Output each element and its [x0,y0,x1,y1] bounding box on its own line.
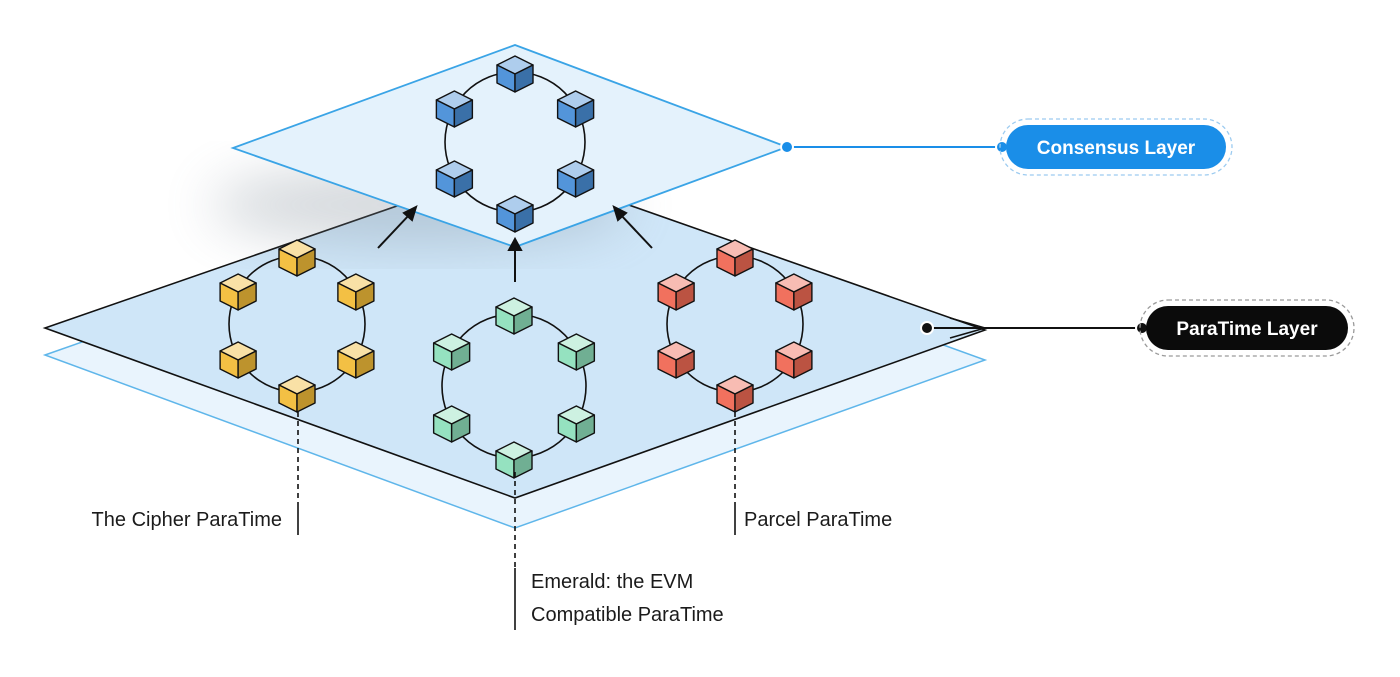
cube-icon [278,375,316,413]
cube-icon [716,375,754,413]
cube-icon [496,195,534,233]
cube-icon [557,333,596,371]
cube-icon [337,341,375,379]
paratime-layer-badge [1146,306,1348,350]
paratime-connector-upper [949,317,986,329]
consensus-layer-badge [1006,125,1226,169]
paratime-pill-outline [1139,299,1355,357]
parcel-paratime-caption: Parcel ParaTime [744,509,892,531]
arrow-up-icon [377,205,418,249]
cube-icon [432,405,471,443]
cube-icon [775,273,813,311]
cube-icon [495,441,533,479]
cube-icon [775,341,813,379]
cube-icon [657,341,695,379]
cube-icon [435,160,474,198]
consensus-pill-outline [999,118,1233,176]
cube-icon [337,273,375,311]
dot-connector-icon [780,140,794,154]
cube-icon [435,90,474,128]
emerald-ring [432,297,596,479]
cube-icon [495,297,533,335]
cube-icon [556,90,595,128]
cube-icon [219,341,257,379]
cube-icon [557,405,596,443]
cipher-paratime-caption: The Cipher ParaTime [92,509,282,531]
emerald-caption-line1: Emerald: the EVM [531,571,693,593]
consensus-ring [435,55,595,233]
parcel-ring [657,239,813,413]
paratime-layer-label: ParaTime Layer [1176,319,1318,340]
cube-icon [278,239,316,277]
cube-icon [716,239,754,277]
dot-connector-icon [920,321,934,335]
cube-icon [432,333,471,371]
cube-icon [496,55,534,93]
cube-icon [657,273,695,311]
cipher-ring [219,239,375,413]
cube-icon [219,273,257,311]
emerald-caption-line2: Compatible ParaTime [531,604,724,626]
consensus-layer-label: Consensus Layer [1037,138,1196,159]
paratime-connector-lower [949,327,986,339]
cube-icon [556,160,595,198]
arrow-up-icon [612,205,653,249]
arrow-up-icon [507,236,523,282]
